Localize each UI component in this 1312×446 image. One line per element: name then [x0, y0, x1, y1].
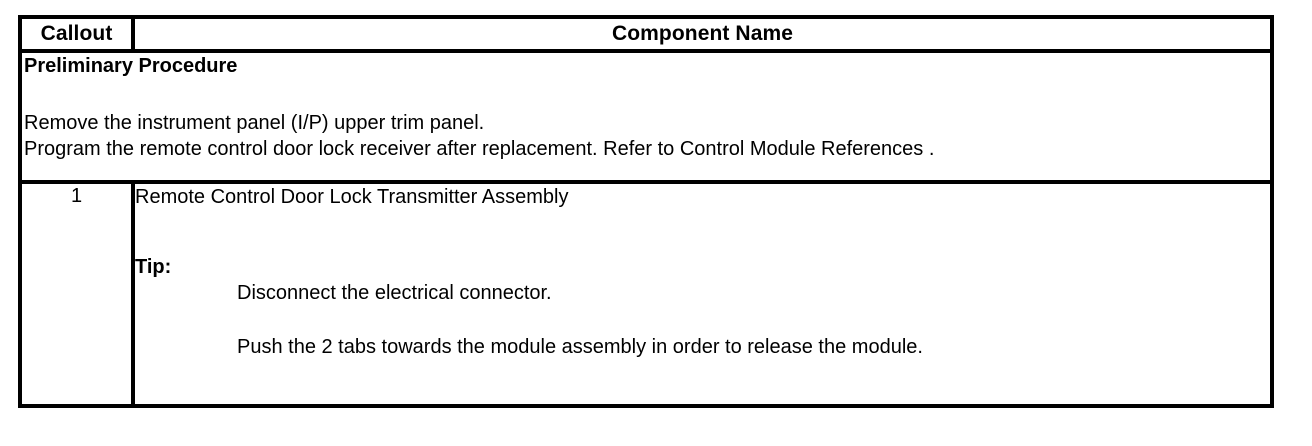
preliminary-procedure-cell: Preliminary Procedure Remove the instrum…: [18, 49, 1274, 184]
table-header-row: Callout Component Name: [18, 15, 1274, 53]
preliminary-procedure-row: Preliminary Procedure Remove the instrum…: [18, 49, 1274, 184]
column-header-callout: Callout: [18, 15, 135, 53]
preliminary-procedure-line-1: Remove the instrument panel (I/P) upper …: [24, 112, 485, 134]
callout-number: 1: [18, 180, 135, 408]
component-procedure-table: Callout Component Name Preliminary Proce…: [18, 15, 1274, 408]
component-description-cell: Remote Control Door Lock Transmitter Ass…: [131, 180, 1274, 408]
spacer: [22, 79, 1270, 110]
table-row: 1 Remote Control Door Lock Transmitter A…: [18, 180, 1274, 408]
tip-label: Tip:: [135, 256, 172, 278]
preliminary-procedure-line-2: Program the remote control door lock rec…: [24, 138, 935, 160]
tip-line-1: Disconnect the electrical connector.: [237, 282, 552, 304]
tip-line-2: Push the 2 tabs towards the module assem…: [237, 336, 923, 358]
spacer: [135, 210, 1270, 254]
column-header-component-name: Component Name: [131, 15, 1274, 53]
component-name-text: Remote Control Door Lock Transmitter Ass…: [135, 186, 569, 208]
preliminary-procedure-title: Preliminary Procedure: [24, 55, 238, 77]
spacer: [135, 306, 1270, 334]
